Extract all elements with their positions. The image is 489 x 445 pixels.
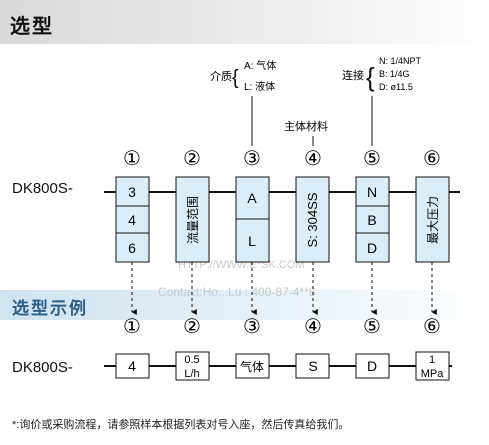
example-value-3: 气体 <box>240 359 264 374</box>
example-step-number-6: ⑥ <box>423 316 441 338</box>
pressure-label: 最大压力 <box>426 196 440 244</box>
connection-value-n: N <box>367 184 377 200</box>
range-cell-4 <box>115 205 150 234</box>
step-number-3: ③ <box>243 148 261 170</box>
example-box-4 <box>295 353 330 379</box>
example-step-number-3: ③ <box>243 316 261 338</box>
example-value-2-line2: L/h <box>184 368 199 380</box>
example-value-6-line2: MPa <box>421 368 445 380</box>
medium-brace: { <box>232 67 239 89</box>
column-material: S: 304SS <box>295 176 330 263</box>
example-step-number-2: ② <box>183 316 201 338</box>
example-value-2-line1: 0.5 <box>184 354 199 366</box>
medium-option-l: L: 液体 <box>244 80 275 93</box>
range-value-3: 3 <box>128 184 136 200</box>
connection-option-b: B: 1/4G <box>379 69 410 79</box>
example-value-5: D <box>367 358 377 374</box>
example-box-3 <box>235 353 270 379</box>
flow-range-box <box>175 176 210 263</box>
material-box <box>295 176 330 263</box>
connection-value-b: B <box>367 212 376 228</box>
model-prefix-example: DK800S- <box>12 359 73 376</box>
material-label: 主体材料 <box>284 119 328 133</box>
connection-option-d: D: ø11.5 <box>379 82 413 92</box>
step-number-4: ④ <box>304 148 322 170</box>
step-number-1: ① <box>123 148 141 170</box>
material-label-vertical: S: 304SS <box>305 192 320 247</box>
column-pressure: 最大压力 <box>415 176 450 263</box>
example-box-6 <box>415 351 450 381</box>
section-title: 选型 <box>10 16 54 38</box>
connection-value-d: D <box>367 240 377 256</box>
pressure-box <box>415 176 450 263</box>
watermark-contact: Contact:Ho...Lu : 400-87-4**8 <box>158 285 316 299</box>
model-prefix-selection: DK800S- <box>12 180 73 197</box>
step-number-5: ⑤ <box>363 148 381 170</box>
column-medium: A L <box>235 176 270 263</box>
medium-value-a: A <box>247 190 257 206</box>
range-value-4: 4 <box>128 212 136 228</box>
step-number-6: ⑥ <box>423 148 441 170</box>
column-flow: 流量范围 <box>175 176 210 263</box>
column-connection: N B D <box>355 176 390 263</box>
connection-cell-n <box>355 176 390 207</box>
example-title: 选型示例 <box>12 299 88 318</box>
range-value-6: 6 <box>128 240 136 256</box>
flow-range-label: 流量范围 <box>186 196 200 244</box>
connection-cell-b <box>355 205 390 234</box>
example-box-5 <box>355 353 390 379</box>
medium-label: 介质 <box>210 70 232 83</box>
example-box-2 <box>175 351 210 381</box>
connection-option-n: N: 1/4NPT <box>379 56 422 66</box>
example-header-bar <box>0 290 489 320</box>
section-header-bar <box>0 0 489 44</box>
column-range: 3 4 6 <box>115 176 150 263</box>
example-value-1: 4 <box>128 358 136 374</box>
example-step-number-5: ⑤ <box>363 316 381 338</box>
medium-value-l: L <box>248 233 256 249</box>
connection-label: 连接 <box>342 69 364 82</box>
example-value-4: S <box>308 358 317 374</box>
watermark-url: HTTP://WWW.E*SK.COM <box>178 259 305 271</box>
example-box-1 <box>115 353 150 379</box>
connection-brace: { <box>366 62 375 92</box>
medium-cell-a <box>235 176 270 220</box>
footnote: *:询价或采购流程，请参照样本根据列表对号入座，然后传真给我们。 <box>12 419 350 431</box>
medium-option-a: A: 气体 <box>244 59 276 72</box>
example-value-6-line1: 1 <box>429 354 435 366</box>
step-number-2: ② <box>183 148 201 170</box>
example-step-number-1: ① <box>123 316 141 338</box>
range-cell-6 <box>115 232 150 263</box>
example-step-number-4: ④ <box>304 316 322 338</box>
